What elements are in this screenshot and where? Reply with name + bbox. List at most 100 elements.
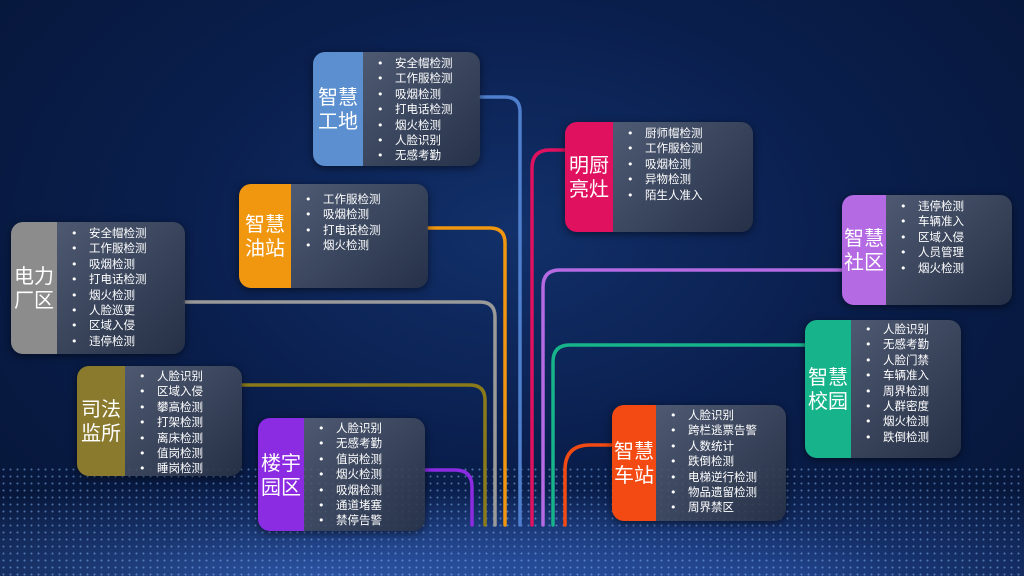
node-title: 司法 监所 — [77, 366, 125, 476]
list-item: 人脸识别 — [670, 408, 782, 424]
node-items: 违停检测 车辆准入 区域入侵 人员管理 烟火检测 — [886, 195, 1012, 305]
list-item: 吸烟检测 — [318, 483, 421, 499]
node-title-line: 智慧 — [844, 226, 884, 250]
list-item: 人脸门禁 — [865, 353, 957, 369]
node-smart-community: 智慧 社区 违停检测 车辆准入 区域入侵 人员管理 烟火检测 — [842, 195, 1012, 305]
list-item: 值岗检测 — [139, 446, 238, 462]
list-item: 打电话检测 — [377, 102, 476, 118]
list-item: 人脸巡更 — [71, 303, 181, 319]
list-item: 人员管理 — [900, 245, 1008, 261]
list-item: 人群密度 — [865, 399, 957, 415]
node-items: 安全帽检测 工作服检测 吸烟检测 打电话检测 烟火检测 人脸巡更 区域入侵 违停… — [57, 222, 185, 354]
list-item: 无感考勤 — [377, 148, 476, 164]
list-item: 烟火检测 — [318, 467, 421, 483]
node-title-line: 智慧 — [808, 365, 848, 389]
list-item: 人脸识别 — [865, 322, 957, 338]
node-smart-gas-station: 智慧 油站 工作服检测 吸烟检测 打电话检测 烟火检测 — [239, 184, 428, 288]
connector-building-park — [423, 468, 474, 527]
node-title-line: 亮灶 — [569, 177, 609, 201]
connector-smart-construction — [478, 95, 522, 527]
list-item: 异物检测 — [627, 172, 749, 188]
node-title-line: 厂区 — [14, 288, 54, 312]
list-item: 周界禁区 — [670, 500, 782, 516]
node-title: 智慧 校园 — [805, 320, 851, 458]
node-title-line: 监所 — [81, 421, 121, 445]
connector-smart-station — [563, 443, 614, 527]
node-title-line: 明厨 — [569, 153, 609, 177]
node-title-line: 工地 — [318, 109, 358, 133]
list-item: 违停检测 — [900, 199, 1008, 215]
list-item: 跌倒检测 — [670, 454, 782, 470]
list-item: 打电话检测 — [305, 223, 424, 239]
list-item: 周界检测 — [865, 384, 957, 400]
list-item: 烟火检测 — [900, 261, 1008, 277]
list-item: 人脸识别 — [377, 133, 476, 149]
list-item: 人脸识别 — [318, 421, 421, 437]
list-item: 离床检测 — [139, 431, 238, 447]
node-title-line: 车站 — [614, 463, 654, 487]
background-particle-wave — [0, 466, 1024, 576]
list-item: 攀高检测 — [139, 400, 238, 416]
node-title: 智慧 车站 — [612, 405, 656, 521]
node-items: 安全帽检测 工作服检测 吸烟检测 打电话检测 烟火检测 人脸识别 无感考勤 — [363, 52, 480, 166]
node-smart-campus: 智慧 校园 人脸识别 无感考勤 人脸门禁 车辆准入 周界检测 人群密度 烟火检测… — [805, 320, 961, 458]
node-items: 人脸识别 无感考勤 值岗检测 烟火检测 吸烟检测 通道堵塞 禁停告警 — [304, 418, 425, 531]
node-title-line: 电力 — [14, 264, 54, 288]
node-items: 人脸识别 区域入侵 攀高检测 打架检测 离床检测 值岗检测 睡岗检测 — [125, 366, 242, 476]
connector-power-plant — [183, 300, 497, 527]
node-title: 明厨 亮灶 — [565, 122, 613, 232]
list-item: 车辆准入 — [900, 214, 1008, 230]
node-title: 楼宇 园区 — [258, 418, 304, 531]
list-item: 人脸识别 — [139, 369, 238, 385]
node-power-plant: 电力 厂区 安全帽检测 工作服检测 吸烟检测 打电话检测 烟火检测 人脸巡更 区… — [11, 222, 185, 354]
list-item: 区域入侵 — [71, 318, 181, 334]
node-title-line: 社区 — [844, 250, 884, 274]
node-items: 工作服检测 吸烟检测 打电话检测 烟火检测 — [291, 184, 428, 288]
node-smart-station: 智慧 车站 人脸识别 跨栏逃票告警 人数统计 跌倒检测 电梯逆行检测 物品遗留检… — [612, 405, 786, 521]
list-item: 区域入侵 — [139, 384, 238, 400]
list-item: 吸烟检测 — [627, 157, 749, 173]
list-item: 烟火检测 — [865, 414, 957, 430]
list-item: 违停检测 — [71, 334, 181, 350]
node-judicial-prison: 司法 监所 人脸识别 区域入侵 攀高检测 打架检测 离床检测 值岗检测 睡岗检测 — [77, 366, 242, 476]
list-item: 打架检测 — [139, 415, 238, 431]
node-title: 智慧 工地 — [313, 52, 363, 166]
list-item: 无感考勤 — [318, 436, 421, 452]
list-item: 物品遗留检测 — [670, 485, 782, 501]
list-item: 禁停告警 — [318, 513, 421, 529]
list-item: 厨师帽检测 — [627, 126, 749, 142]
list-item: 睡岗检测 — [139, 461, 238, 476]
list-item: 值岗检测 — [318, 452, 421, 468]
node-items: 人脸识别 无感考勤 人脸门禁 车辆准入 周界检测 人群密度 烟火检测 跌倒检测 — [851, 320, 961, 458]
list-item: 跌倒检测 — [865, 430, 957, 446]
node-title: 智慧 油站 — [239, 184, 291, 288]
connector-smart-gas-station — [426, 226, 507, 527]
connector-bright-kitchen — [530, 148, 567, 527]
background-glow — [0, 466, 1024, 576]
list-item: 陌生人准入 — [627, 188, 749, 204]
list-item: 电梯逆行检测 — [670, 470, 782, 486]
list-item: 人数统计 — [670, 439, 782, 455]
node-title: 电力 厂区 — [11, 222, 57, 354]
list-item: 工作服检测 — [71, 241, 181, 257]
list-item: 烟火检测 — [305, 238, 424, 254]
list-item: 区域入侵 — [900, 230, 1008, 246]
list-item: 吸烟检测 — [71, 257, 181, 273]
node-title-line: 智慧 — [614, 439, 654, 463]
node-items: 人脸识别 跨栏逃票告警 人数统计 跌倒检测 电梯逆行检测 物品遗留检测 周界禁区 — [656, 405, 786, 521]
list-item: 吸烟检测 — [305, 207, 424, 223]
list-item: 吸烟检测 — [377, 87, 476, 103]
node-smart-construction: 智慧 工地 安全帽检测 工作服检测 吸烟检测 打电话检测 烟火检测 人脸识别 无… — [313, 52, 480, 166]
list-item: 工作服检测 — [627, 141, 749, 157]
node-title-line: 校园 — [808, 389, 848, 413]
node-bright-kitchen: 明厨 亮灶 厨师帽检测 工作服检测 吸烟检测 异物检测 陌生人准入 — [565, 122, 753, 232]
list-item: 工作服检测 — [377, 71, 476, 87]
node-title-line: 智慧 — [318, 85, 358, 109]
node-title-line: 楼宇 — [261, 450, 301, 475]
list-item: 工作服检测 — [305, 192, 424, 208]
node-title-line: 司法 — [81, 397, 121, 421]
list-item: 烟火检测 — [71, 288, 181, 304]
node-title: 智慧 社区 — [842, 195, 886, 305]
connector-smart-campus — [551, 343, 807, 527]
